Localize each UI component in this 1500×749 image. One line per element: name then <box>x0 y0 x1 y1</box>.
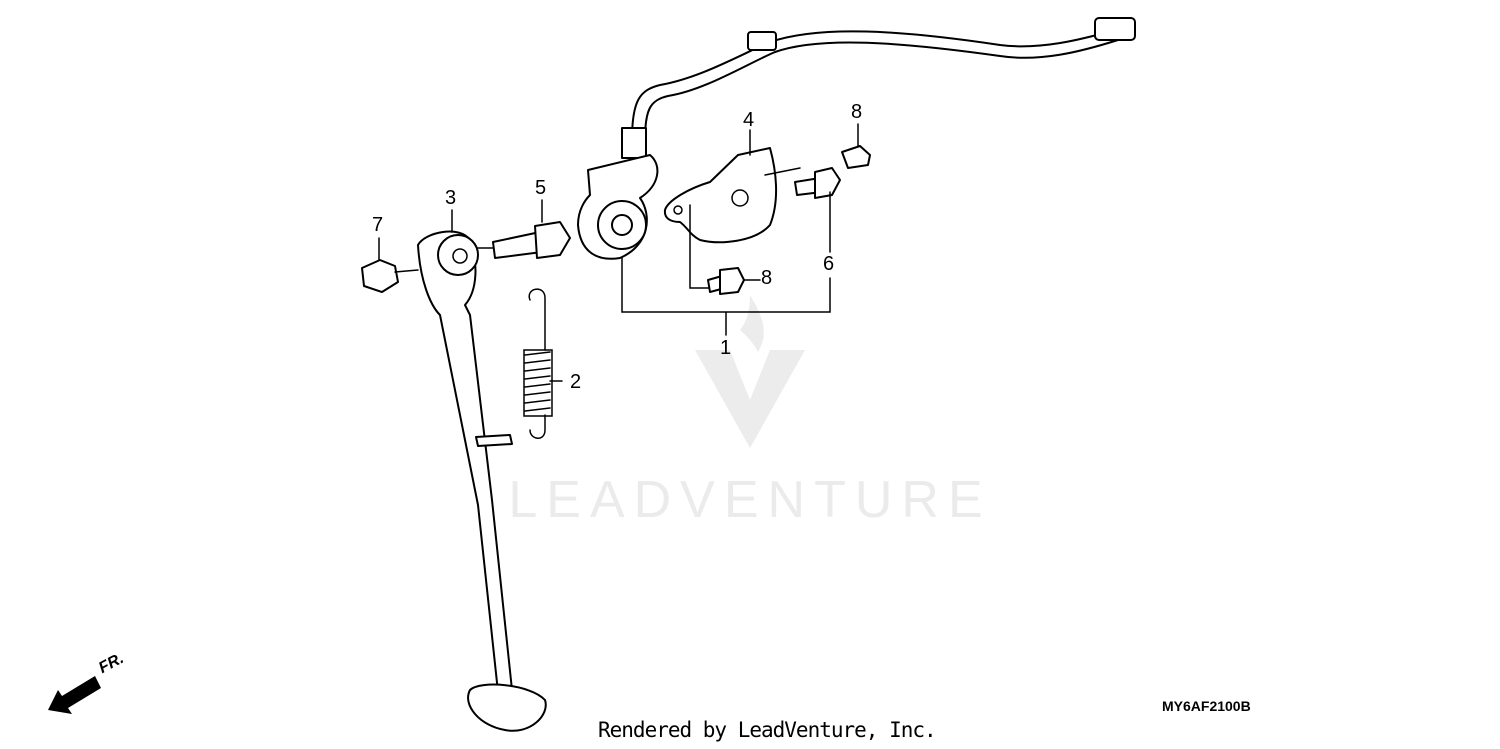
switch-cover-plate <box>663 147 778 244</box>
callout-7: 7 <box>372 214 384 236</box>
callout-6: 6 <box>823 253 835 275</box>
spring-coil <box>523 349 553 417</box>
leader-lines <box>378 123 859 382</box>
stand-foot-pad <box>467 683 547 732</box>
spring-hook-pin <box>475 434 513 447</box>
watermark-logo <box>695 295 805 448</box>
stand-pivot-collar <box>437 234 479 276</box>
plate-hole-small <box>673 205 683 215</box>
bolt-8-lower-head <box>719 267 745 295</box>
wire-connector <box>1094 17 1136 41</box>
side-stand-arm <box>417 230 513 693</box>
diagram-code: MY6AF2100B <box>1162 698 1251 714</box>
callout-2: 2 <box>570 371 582 393</box>
callout-4: 4 <box>743 109 755 131</box>
switch-boss-inner <box>611 214 633 236</box>
nut-7 <box>361 259 399 293</box>
callout-3: 3 <box>445 187 457 209</box>
render-credit: Rendered by LeadVenture, Inc. <box>598 718 937 742</box>
switch-wire-harness <box>631 29 1119 141</box>
callout-5: 5 <box>535 177 547 199</box>
callout-1: 1 <box>720 337 732 359</box>
wire-sleeve <box>621 127 647 159</box>
wire-clamp <box>747 31 777 51</box>
front-arrow-icon <box>48 676 101 714</box>
stand-pivot-hole <box>452 248 468 264</box>
bolt-8-upper <box>841 145 871 169</box>
return-spring <box>524 288 551 439</box>
plate-hole-large <box>731 189 749 207</box>
watermark-text: LEADVENTURE <box>508 471 992 529</box>
bolt-6-head <box>814 167 841 199</box>
callout-8-lower: 8 <box>761 267 773 289</box>
callout-8-upper: 8 <box>851 101 863 123</box>
pivot-bolt-5-head <box>534 221 571 259</box>
